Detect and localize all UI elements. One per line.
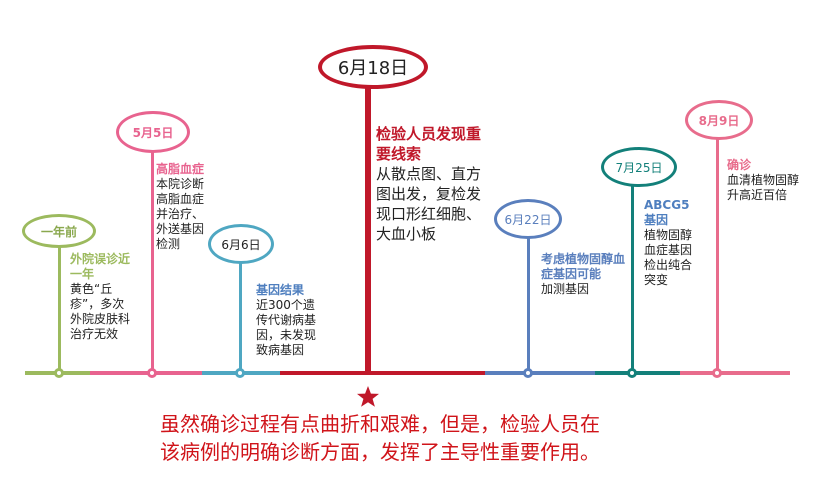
event-date-label: 一年前 (40, 224, 77, 239)
event-title: 高脂血症 (156, 162, 205, 176)
event-title: 确诊 (727, 158, 752, 172)
summary-line-1: 虽然确诊过程有点曲折和艰难，但是，检验人员在 (160, 412, 600, 436)
timeline-segment-2 (90, 371, 202, 375)
event-title: 检验人员发现重要线索 (376, 125, 482, 163)
event-description: 检验人员发现重要线索 从散点图、直方图出发，复检发现口形红细胞、大血小板 (376, 124, 486, 244)
event-stem (716, 139, 719, 371)
timeline-segment-7 (680, 371, 790, 375)
event-body: 加测基因 (541, 282, 590, 296)
event-node (712, 368, 722, 378)
event-body: 本院诊断高脂血症并治疗、外送基因检测 (156, 177, 205, 251)
event-title: 基因结果 (256, 283, 305, 297)
star-icon (357, 386, 379, 407)
event-description: 基因结果 近300个遗传代谢病基因，未发现致病基因 (256, 283, 320, 358)
event-title: 考虑植物固醇血症基因可能 (541, 252, 626, 281)
event-stem (527, 236, 530, 371)
event-date-badge: 6月18日 (318, 45, 428, 89)
event-stem (631, 185, 634, 371)
event-date-label: 6月22日 (504, 212, 552, 227)
event-description: 考虑植物固醇血症基因可能 加测基因 (541, 252, 635, 297)
event-body: 植物固醇血症基因检出纯合突变 (644, 228, 693, 287)
event-date-label: 6月6日 (221, 237, 261, 252)
event-description: 外院误诊近一年 黄色“丘疹”，多次外院皮肤科治疗无效 (70, 252, 130, 342)
event-title: ABCG5基因 (644, 198, 690, 227)
event-description: 高脂血症 本院诊断高脂血症并治疗、外送基因检测 (156, 162, 214, 252)
event-body: 从散点图、直方图出发，复检发现口形红细胞、大血小板 (376, 165, 482, 243)
event-date-label: 5月5日 (132, 125, 174, 140)
event-stem (239, 262, 242, 371)
summary-text: 虽然确诊过程有点曲折和艰难，但是，检验人员在 该病例的明确诊断方面，发挥了主导性… (160, 410, 720, 466)
event-node (523, 368, 533, 378)
event-date-badge: 8月9日 (685, 100, 753, 140)
event-date-badge: 7月25日 (601, 147, 677, 187)
event-body: 血清植物固醇升高近百倍 (727, 173, 800, 202)
timeline-segment-4 (280, 371, 485, 375)
event-node (147, 368, 157, 378)
event-node (235, 368, 245, 378)
event-description: 确诊 血清植物固醇升高近百倍 (727, 158, 807, 203)
event-stem (365, 86, 371, 371)
event-body: 近300个遗传代谢病基因，未发现致病基因 (256, 298, 317, 357)
event-stem (151, 152, 154, 371)
event-description: ABCG5基因 植物固醇血症基因检出纯合突变 (644, 198, 700, 288)
event-date-label: 8月9日 (698, 113, 740, 128)
event-stem (58, 244, 61, 371)
event-node (54, 368, 64, 378)
event-date-label: 6月18日 (337, 58, 409, 79)
event-date-badge: 6月6日 (208, 224, 274, 264)
event-body: 黄色“丘疹”，多次外院皮肤科治疗无效 (70, 282, 131, 341)
timeline-segment-5 (485, 371, 595, 375)
event-title: 外院误诊近一年 (70, 252, 131, 281)
event-date-label: 7月25日 (615, 160, 663, 175)
event-date-badge: 一年前 (22, 214, 96, 248)
summary-line-2: 该病例的明确诊断方面，发挥了主导性重要作用。 (160, 440, 600, 464)
event-date-badge: 6月22日 (494, 199, 562, 239)
timeline-segment-6 (595, 371, 680, 375)
event-node (627, 368, 637, 378)
event-date-badge: 5月5日 (116, 111, 190, 153)
